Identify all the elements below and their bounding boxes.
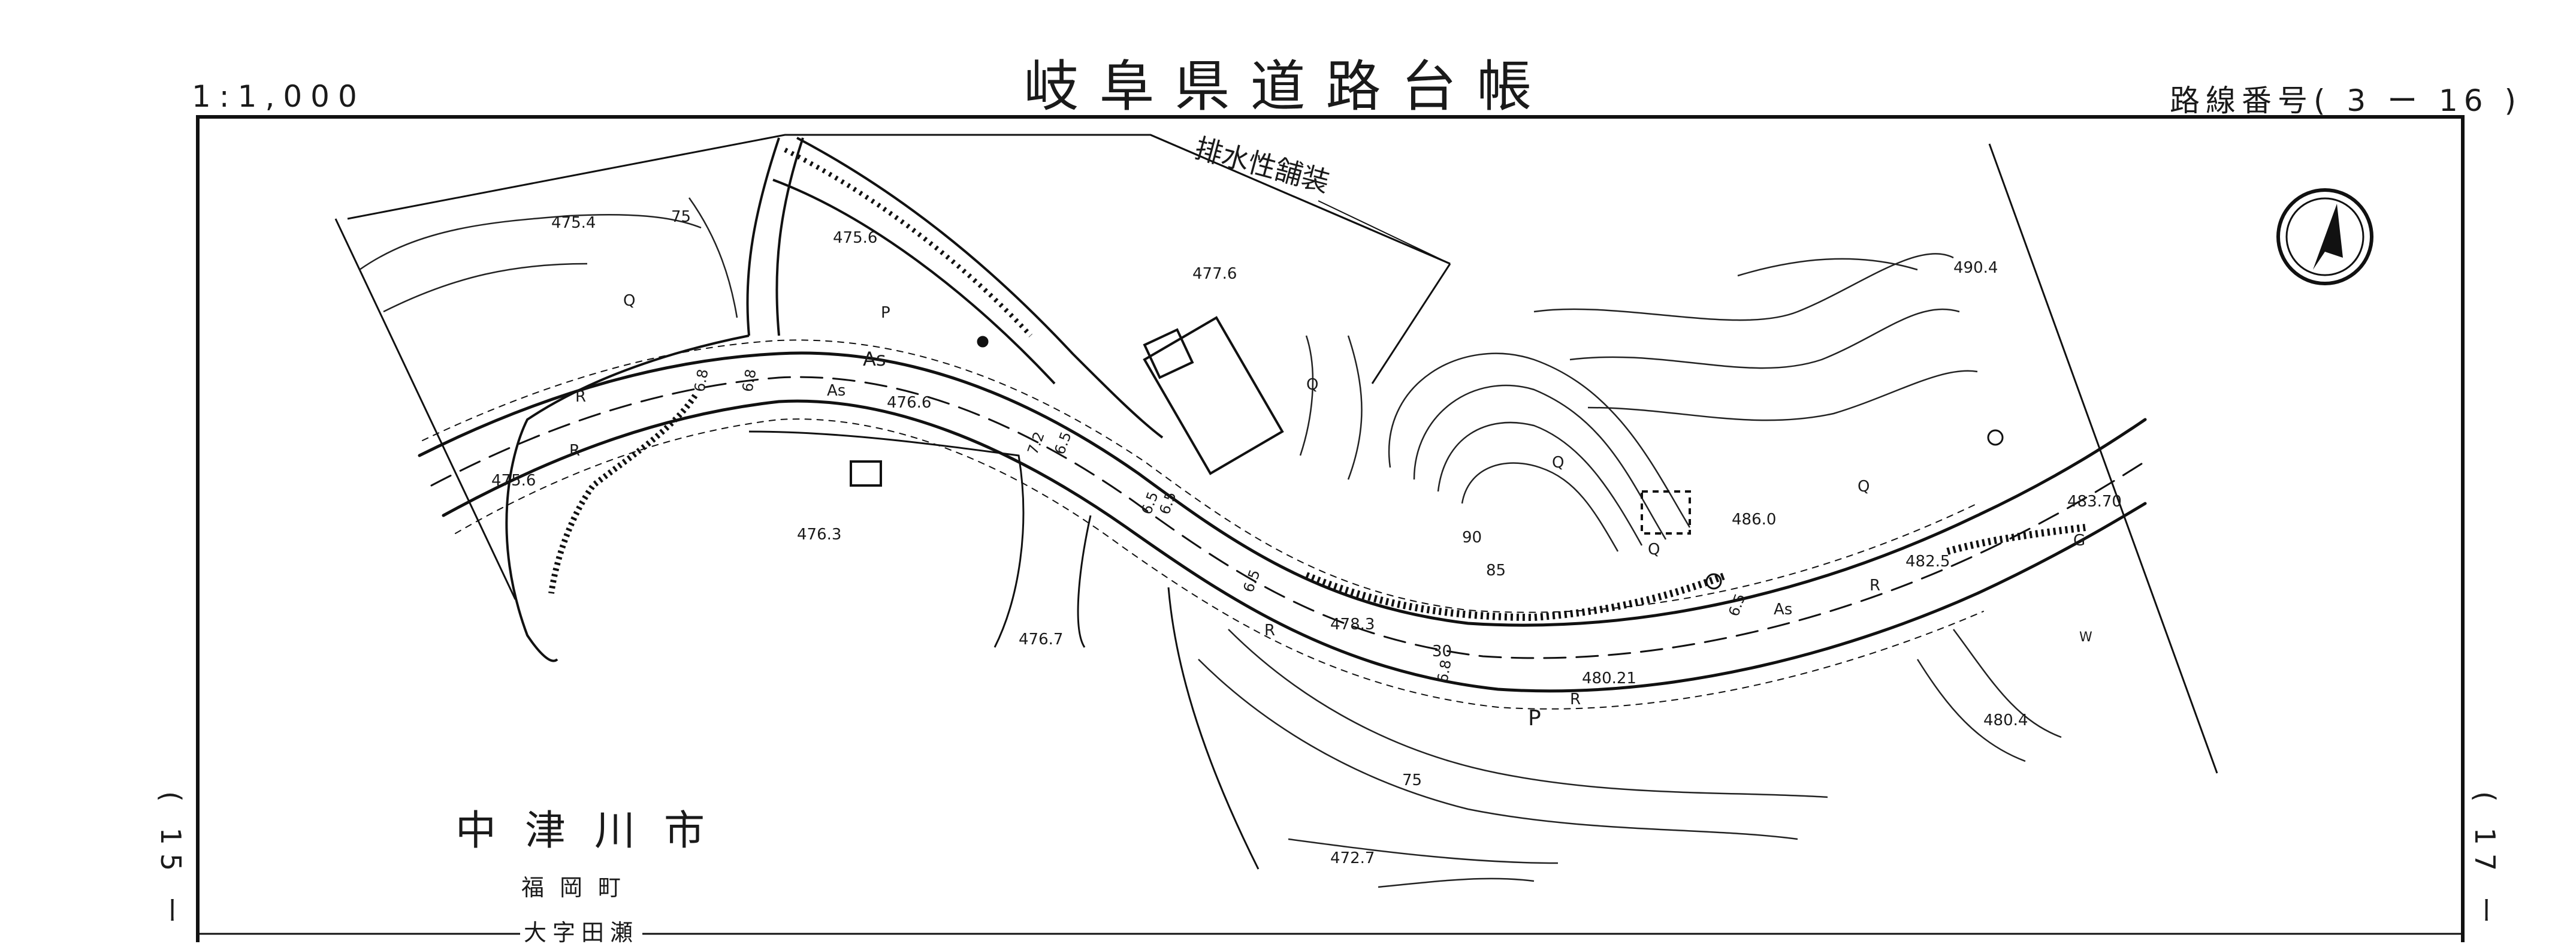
road-mark: Q <box>1306 376 1318 394</box>
elevation-label: 490.4 <box>1953 259 1998 277</box>
survey-boundary <box>334 134 2218 774</box>
contour-label: 90 <box>1462 529 1482 547</box>
contour-lines <box>359 197 2062 888</box>
map-frame <box>196 115 2465 942</box>
town-name: 福岡町 <box>521 874 637 901</box>
elevation-label: 475.6 <box>833 229 877 247</box>
width-label: 6.5 <box>1051 430 1074 457</box>
contour-label: 75 <box>1402 771 1422 789</box>
adjacent-sheet-left: ( 15 ー <box>155 791 187 933</box>
elevation-label: 475.4 <box>551 214 596 232</box>
elevation-label: 480.4 <box>1983 711 2028 729</box>
width-label: 6.5 <box>1138 490 1161 517</box>
route-number: 路線番号( 3 ー 16 ) <box>2169 83 2522 118</box>
width-label: 6.8 <box>739 368 759 393</box>
branch-road <box>505 137 1164 662</box>
road-mark: P <box>881 304 890 322</box>
map-labels: 排水性舗装 475.4 475.6 475.6 476.6 476.3 476.… <box>491 132 2122 867</box>
lot-boundaries <box>748 430 1260 870</box>
elevation-label: 477.6 <box>1192 265 1237 283</box>
road-mark: R <box>1264 622 1275 640</box>
elevation-label: 476.6 <box>887 394 931 412</box>
contour-label: 85 <box>1486 562 1506 580</box>
city-name: 中津川市 <box>455 807 734 855</box>
width-label: 6.8 <box>1434 659 1454 684</box>
width-label: 6.5 <box>1240 568 1263 595</box>
north-arrow-icon <box>2276 188 2373 285</box>
elevation-label: 486.0 <box>1732 511 1776 529</box>
width-label: 7.2 <box>1024 430 1047 457</box>
scale-label: 1:1,000 <box>192 79 366 114</box>
width-label: 6.8 <box>691 368 711 393</box>
width-label: 6.5 <box>1725 592 1748 619</box>
road-mark: W <box>2079 630 2092 645</box>
retaining-walls <box>548 147 2086 622</box>
road-mark: As <box>827 382 845 400</box>
pavement-leader <box>1318 200 1451 264</box>
map-symbols <box>977 336 2004 590</box>
elevation-label: 483.70 <box>2067 493 2122 511</box>
pavement-label: 排水性舗装 <box>1191 132 1333 199</box>
elevation-label: 482.5 <box>1905 553 1950 571</box>
road-mark: Q <box>1552 454 1564 472</box>
road-mark: Q <box>1858 478 1870 496</box>
road-mark: As <box>1774 601 1792 619</box>
elevation-label: 472.7 <box>1330 849 1375 867</box>
road-mark: Q <box>623 292 635 310</box>
elevation-label: 476.3 <box>797 526 841 544</box>
elevation-label: 478.3 <box>1330 616 1375 634</box>
width-label: 6.5 <box>1156 490 1179 517</box>
aza-name: 大字田瀬 <box>520 914 643 947</box>
road-mark: As <box>863 348 886 370</box>
sheet-title: 岐阜県道路台帳 <box>1023 55 1553 119</box>
elevation-label: 476.7 <box>1019 631 1063 649</box>
road-mark: R <box>1570 690 1581 708</box>
road-mark: R <box>1870 577 1880 595</box>
road-mark: R <box>569 442 580 460</box>
adjacent-sheet-right: ( 17 ー <box>2469 791 2501 933</box>
elevation-label: 475.6 <box>491 472 536 490</box>
road-mark: R <box>575 388 586 406</box>
contour-label: 30 <box>1432 643 1452 661</box>
contour-label: 75 <box>671 208 691 226</box>
road-mark: Q <box>1648 541 1660 559</box>
road-mark: P <box>1528 706 1541 731</box>
road-mark: G <box>2073 532 2085 550</box>
elevation-label: 480.21 <box>1582 669 1636 687</box>
buildings <box>850 316 1691 535</box>
